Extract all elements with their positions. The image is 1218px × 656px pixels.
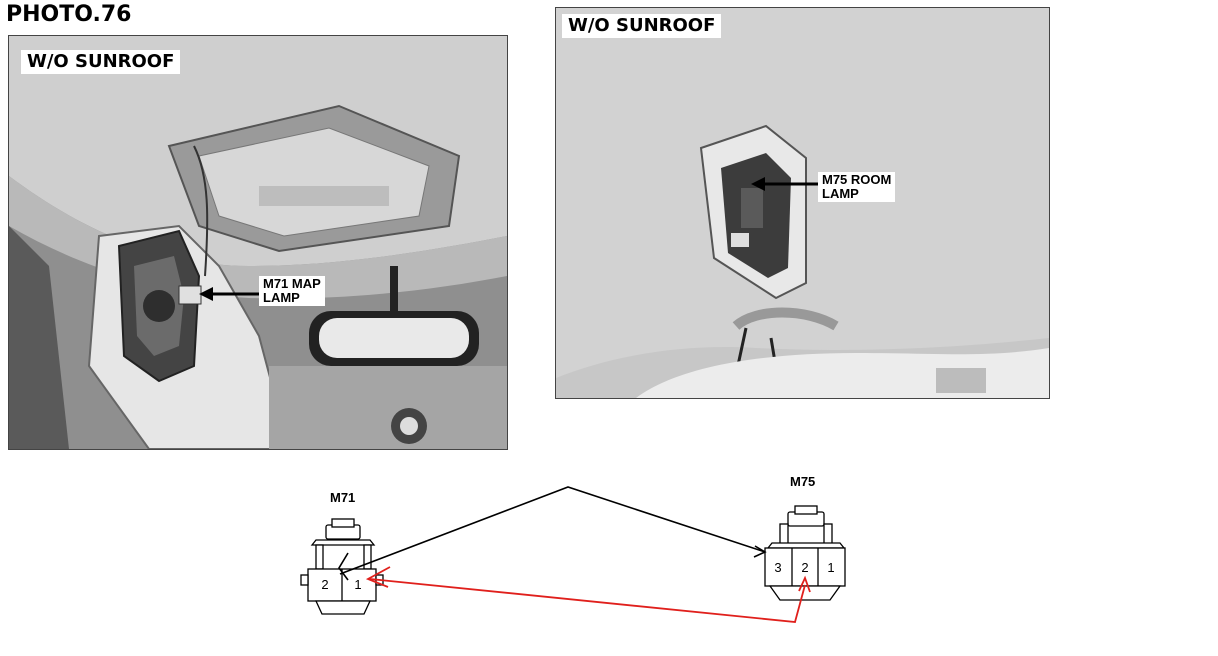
m75-label: M75 (790, 474, 816, 489)
m75-pin-2: 2 (801, 560, 809, 575)
red-link-arrow (365, 566, 811, 623)
photo-map-lamp: W/O SUNROOF M71 MAP LAMP (8, 35, 508, 450)
m75-pin-1: 1 (827, 560, 835, 575)
callout-line-2: LAMP (263, 290, 300, 305)
callout-m71-map-lamp: M71 MAP LAMP (259, 276, 325, 306)
m71-pin-2: 2 (321, 577, 329, 592)
callout-line-1: M71 MAP (263, 276, 321, 291)
room-lamp-illustration (556, 8, 1049, 398)
m71-connector (300, 518, 384, 615)
m75-pin-3: 3 (774, 560, 782, 575)
photo-tag-right: W/O SUNROOF (562, 14, 722, 38)
m75-connector (764, 505, 846, 601)
callout-line-1: M75 ROOM (822, 172, 892, 187)
callout-line-2: LAMP (822, 186, 859, 201)
black-link-arrow (338, 486, 767, 581)
m71-label: M71 (330, 490, 356, 505)
callout-m75-room-lamp: M75 ROOM LAMP (818, 172, 896, 202)
photo-room-lamp: W/O SUNROOF M75 ROOM LAMP (555, 7, 1050, 399)
photo-tag-left: W/O SUNROOF (21, 50, 181, 74)
page-title: PHOTO.76 (6, 2, 132, 27)
map-lamp-illustration (9, 36, 507, 449)
m71-pin-1: 1 (354, 577, 362, 592)
